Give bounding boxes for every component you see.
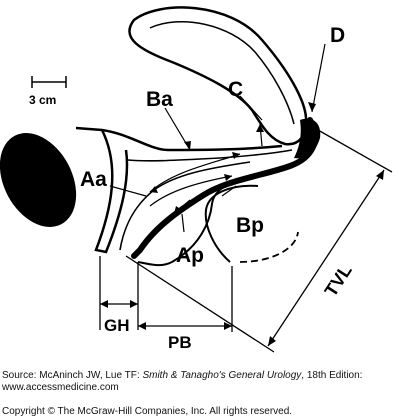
- source-citation: Source: McAninch JW, Lue TF: Smith & Tan…: [2, 370, 402, 382]
- label-gh: GH: [104, 316, 130, 335]
- label-d: D: [330, 24, 345, 47]
- tvl-measurement: [125, 129, 393, 353]
- label-tvl: TVL: [321, 261, 356, 300]
- arrowheads: [150, 124, 264, 214]
- gh-arrow-left: [100, 300, 108, 308]
- source-title: Smith & Tanagho's General Urology: [142, 370, 302, 381]
- scale-bar: [31, 76, 67, 88]
- pb-measurement: [138, 266, 233, 332]
- label-c: C: [228, 78, 243, 101]
- label-aa: Aa: [80, 168, 107, 191]
- source-url: www.accessmedicine.com: [2, 382, 119, 393]
- pb-arrow-right: [224, 322, 232, 330]
- pubic-bone: [0, 133, 77, 227]
- uterine-cavity: [149, 21, 295, 125]
- gh-arrow-right: [130, 300, 138, 308]
- label-ap: Ap: [176, 244, 204, 267]
- label-ba: Ba: [146, 88, 173, 111]
- label-pb: PB: [168, 333, 192, 352]
- arrowhead-ba: [184, 141, 191, 150]
- label-bp: Bp: [236, 214, 264, 237]
- scale-bar-label: 3 cm: [29, 93, 56, 107]
- leader-lines: [109, 43, 326, 233]
- pelvic-organ-prolapse-diagram: 3 cm GH PB TVL D C Ba Aa Bp Ap: [0, 6, 393, 353]
- arrowhead-d: [308, 102, 316, 112]
- pb-arrow-left: [138, 322, 146, 330]
- perineal-body: [137, 175, 263, 267]
- rectum-outline: [204, 184, 259, 263]
- anterior-vaginal-wall: [75, 126, 283, 152]
- copyright-notice: Copyright © The McGraw-Hill Companies, I…: [2, 406, 293, 417]
- source-prefix: Source: McAninch JW, Lue TF:: [2, 370, 143, 381]
- posterior-vaginal-wall: [131, 117, 319, 259]
- tvl-arrow-bottom: [268, 336, 276, 346]
- introitus-anterior: [94, 129, 129, 254]
- vaginal-lumen: [127, 149, 293, 162]
- source-suffix: , 18th Edition:: [301, 370, 363, 381]
- tvl-arrow-top: [376, 170, 384, 180]
- uterus: [128, 6, 308, 146]
